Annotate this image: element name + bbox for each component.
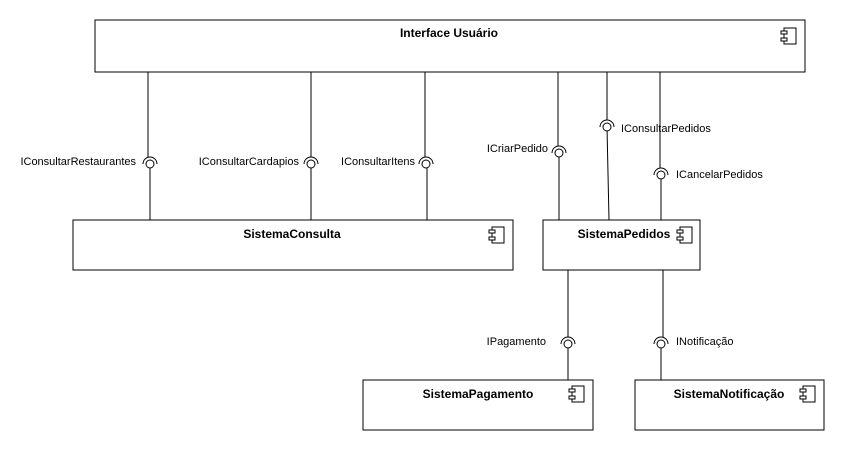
- component-box: [634, 379, 825, 431]
- interface-symbols: [142, 119, 669, 349]
- ball-socket-pagamento: [560, 336, 576, 349]
- component-title: SistemaPedidos: [578, 227, 671, 241]
- component-title: SistemaPagamento: [423, 387, 534, 401]
- component-box: [362, 379, 594, 431]
- label-iconsultar-itens: IConsultarItens: [341, 156, 415, 168]
- interface-labels: IConsultarRestaurantes IConsultarCardapi…: [20, 123, 763, 348]
- component-sistema-pagamento[interactable]: SistemaPagamento: [362, 379, 594, 431]
- uml-component-icon: [780, 27, 797, 45]
- label-iconsultar-pedidos: IConsultarPedidos: [621, 123, 711, 135]
- ball-socket-consultar-restaurantes: [142, 156, 158, 169]
- component-box: [542, 219, 701, 271]
- ball-socket-criar-pedido: [551, 145, 567, 158]
- uml-component-icon: [488, 226, 505, 244]
- label-ipagamento: IPagamento: [487, 336, 546, 348]
- wire-consultar-pedidos-bottom: [606, 126, 610, 221]
- uml-component-icon: [799, 385, 816, 403]
- label-icancelar-pedidos: ICancelarPedidos: [676, 169, 763, 181]
- component-box: [72, 219, 514, 271]
- component-title: Interface Usuário: [400, 26, 498, 40]
- ball-socket-notificacao: [653, 336, 669, 349]
- ball-socket-consultar-itens: [418, 156, 434, 169]
- component-title: SistemaConsulta: [243, 227, 341, 241]
- label-icriar-pedido: ICriarPedido: [487, 143, 548, 155]
- uml-component-icon: [676, 226, 693, 244]
- connector-lines: [147, 72, 664, 380]
- label-iconsultar-cardapios: IConsultarCardapios: [199, 156, 300, 168]
- component-sistema-notificacao[interactable]: SistemaNotificação: [634, 379, 825, 431]
- label-inotificacao: INotificação: [676, 336, 733, 348]
- ball-socket-consultar-cardapios: [303, 156, 319, 169]
- ball-socket-cancelar-pedidos: [653, 167, 669, 180]
- component-title: SistemaNotificação: [674, 387, 785, 401]
- uml-component-icon: [568, 385, 585, 403]
- component-sistema-consulta[interactable]: SistemaConsulta: [72, 219, 514, 271]
- component-sistema-pedidos[interactable]: SistemaPedidos: [542, 219, 701, 271]
- component-box: [94, 19, 806, 73]
- component-interface-usuario[interactable]: Interface Usuário: [94, 19, 806, 73]
- label-iconsultar-restaurantes: IConsultarRestaurantes: [20, 156, 136, 168]
- ball-socket-consultar-pedidos: [599, 119, 615, 132]
